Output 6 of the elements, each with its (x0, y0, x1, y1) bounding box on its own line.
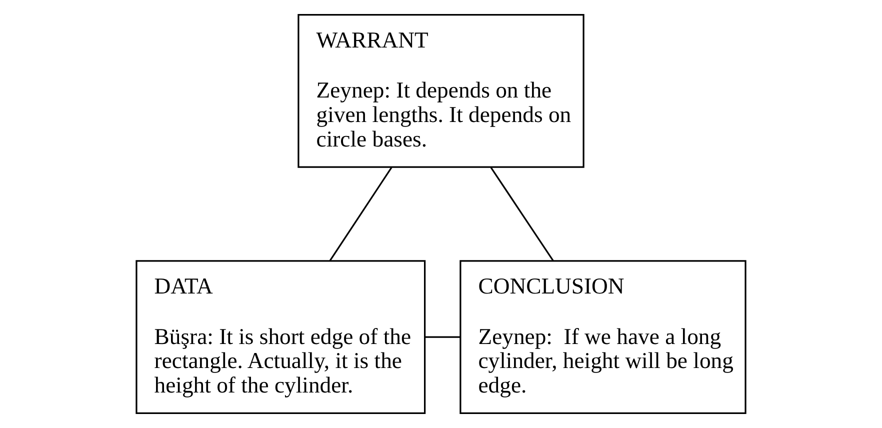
connector (329, 166, 392, 262)
node-box: WARRANT Zeynep: It depends on the given lengths. It depends on circle bases. (298, 14, 584, 168)
node-box: DATA Büşra: It is short edge of the rectangle. Actually, it is the height of the cylinder. (136, 260, 426, 414)
connector (490, 166, 554, 262)
connector (424, 336, 460, 338)
node-box: CONCLUSION Zeynep: If we have a long cylinder, height will be long edge. (460, 260, 746, 414)
